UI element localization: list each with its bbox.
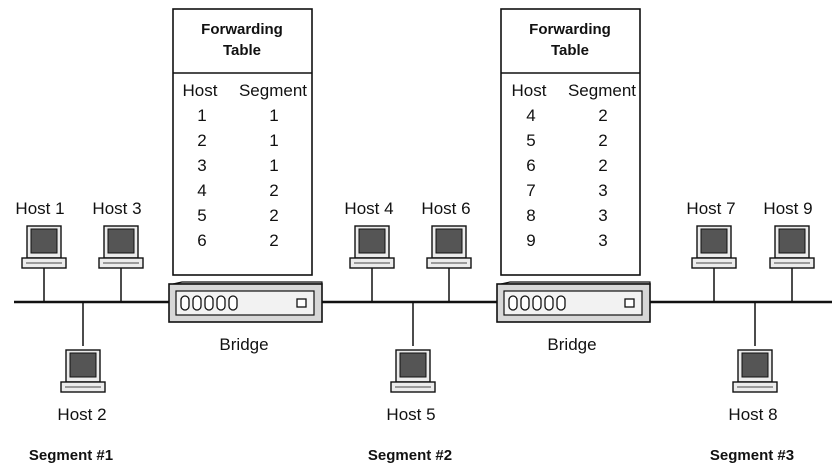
segment-2-label: Segment #2	[368, 447, 452, 464]
table-1-row-2-segment: 1	[269, 131, 278, 150]
forwarding-table-2: Forwarding Table Host Segment 4 2 5 2 6 …	[500, 8, 641, 276]
table-1-row-5-segment: 2	[269, 206, 278, 225]
host-6	[426, 225, 472, 302]
host-4-label: Host 4	[344, 199, 393, 218]
host-2-label: Host 2	[57, 405, 106, 424]
table-1-row-1-segment: 1	[269, 106, 278, 125]
table-1-title-line1: Forwarding	[201, 21, 283, 38]
desktop-computer-icon	[349, 225, 395, 269]
segment-3-label: Segment #3	[710, 447, 794, 464]
segment-1-label: Segment #1	[29, 447, 113, 464]
desktop-computer-icon	[769, 225, 815, 269]
desktop-computer-icon	[390, 349, 436, 393]
host-8-label: Host 8	[728, 405, 777, 424]
table-2-row-2-host: 5	[526, 131, 535, 150]
table-1-col-host: Host	[183, 81, 218, 100]
host-3	[98, 225, 144, 302]
host-9	[769, 225, 815, 302]
host-3-label: Host 3	[92, 199, 141, 218]
desktop-computer-icon	[98, 225, 144, 269]
desktop-computer-icon	[732, 349, 778, 393]
network-bridge-icon	[168, 281, 323, 323]
table-2-row-6-host: 9	[526, 231, 535, 250]
table-1-row-1-host: 1	[197, 106, 206, 125]
host-4	[349, 225, 395, 302]
table-2-title-line1: Forwarding	[529, 21, 611, 38]
host-1-label: Host 1	[15, 199, 64, 218]
host-2	[60, 302, 106, 393]
table-2-row-4-segment: 3	[598, 181, 607, 200]
table-2-row-6-segment: 3	[598, 231, 607, 250]
table-1-row-6-segment: 2	[269, 231, 278, 250]
bridge-1: Bridge	[168, 281, 323, 354]
host-5-label: Host 5	[386, 405, 435, 424]
host-1	[21, 225, 67, 302]
host-8	[732, 302, 778, 393]
network-bridge-icon	[496, 281, 651, 323]
table-2-row-3-segment: 2	[598, 156, 607, 175]
table-1-col-segment: Segment	[239, 81, 307, 100]
bridge-2-label: Bridge	[547, 335, 596, 354]
desktop-computer-icon	[426, 225, 472, 269]
table-2-title-line2: Table	[551, 42, 589, 59]
table-2-col-host: Host	[512, 81, 547, 100]
table-2-row-5-segment: 3	[598, 206, 607, 225]
desktop-computer-icon	[60, 349, 106, 393]
desktop-computer-icon	[691, 225, 737, 269]
table-1-row-4-segment: 2	[269, 181, 278, 200]
table-2-row-3-host: 6	[526, 156, 535, 175]
table-2-row-4-host: 7	[526, 181, 535, 200]
table-2-row-1-host: 4	[526, 106, 535, 125]
table-1-row-6-host: 6	[197, 231, 206, 250]
host-5	[390, 302, 436, 393]
table-2-row-2-segment: 2	[598, 131, 607, 150]
table-1-title-line2: Table	[223, 42, 261, 59]
host-6-label: Host 6	[421, 199, 470, 218]
table-2-col-segment: Segment	[568, 81, 636, 100]
table-2-row-5-host: 8	[526, 206, 535, 225]
forwarding-table-1: Forwarding Table Host Segment 1 1 2 1 3 …	[172, 8, 313, 276]
table-2-row-1-segment: 2	[598, 106, 607, 125]
table-1-row-3-segment: 1	[269, 156, 278, 175]
table-1-row-4-host: 4	[197, 181, 206, 200]
bridge-2: Bridge	[496, 281, 651, 354]
host-7-label: Host 7	[686, 199, 735, 218]
host-7	[691, 225, 737, 302]
desktop-computer-icon	[21, 225, 67, 269]
host-9-label: Host 9	[763, 199, 812, 218]
table-1-row-2-host: 2	[197, 131, 206, 150]
bridge-1-label: Bridge	[219, 335, 268, 354]
table-1-row-3-host: 3	[197, 156, 206, 175]
table-1-row-5-host: 5	[197, 206, 206, 225]
